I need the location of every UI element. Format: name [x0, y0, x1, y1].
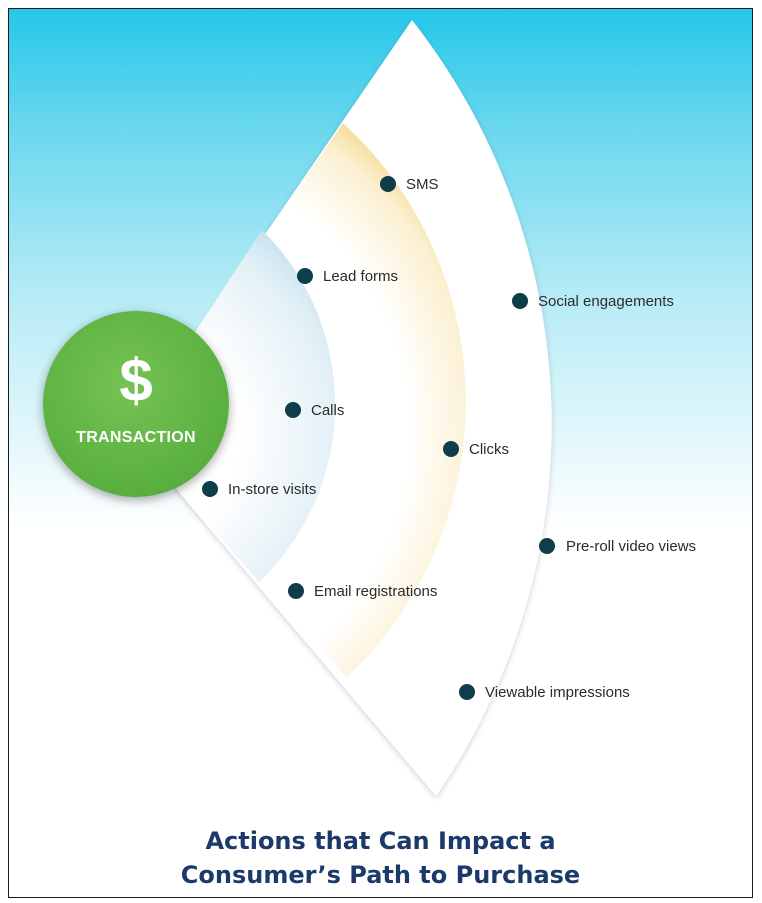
social-engagements-dot-icon — [512, 293, 528, 309]
action-social-engagements: Social engagements — [538, 293, 674, 310]
caption-line-2: Consumer’s Path to Purchase — [180, 861, 581, 889]
lead-forms-dot-icon — [297, 268, 313, 284]
in-store-visits-dot-icon — [202, 481, 218, 497]
action-email-registrations: Email registrations — [314, 583, 438, 600]
clicks-dot-icon — [443, 441, 459, 457]
action-viewable-impressions: Viewable impressions — [485, 684, 630, 701]
action-in-store-visits: In-store visits — [228, 481, 317, 498]
action-calls: Calls — [311, 402, 345, 419]
calls-dot-icon — [285, 402, 301, 418]
sms-dot-icon — [380, 176, 396, 192]
caption-line-1: Actions that Can Impact a — [205, 827, 556, 855]
funnel-fan-diagram — [129, 20, 552, 796]
pre-roll-video-views-dot-icon — [539, 538, 555, 554]
action-pre-roll-video-views: Pre-roll video views — [566, 538, 697, 555]
dollar-icon: $ — [119, 347, 153, 414]
transaction-label: TRANSACTION — [76, 429, 196, 446]
action-clicks: Clicks — [469, 441, 509, 458]
viewable-impressions-dot-icon — [459, 684, 475, 700]
action-sms: SMS — [406, 176, 439, 193]
transaction-badge: $ TRANSACTION — [43, 311, 229, 497]
email-registrations-dot-icon — [288, 583, 304, 599]
inner-ring — [129, 230, 336, 582]
figure-frame: $ TRANSACTION SMS Lead forms Social enga… — [8, 8, 753, 898]
action-lead-forms: Lead forms — [323, 268, 399, 285]
